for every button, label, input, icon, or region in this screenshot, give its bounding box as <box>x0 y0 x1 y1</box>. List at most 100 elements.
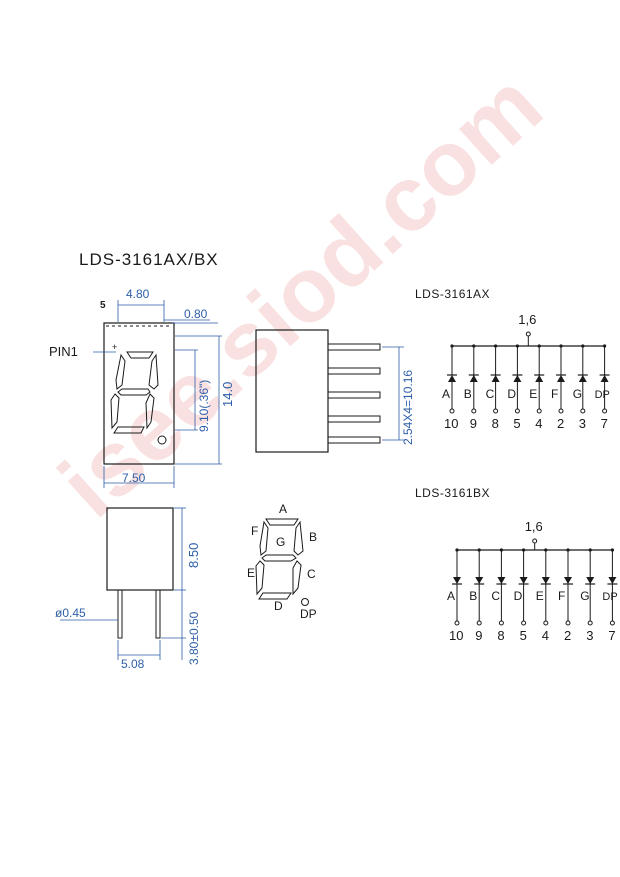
segment-label: D <box>507 387 516 401</box>
bottom-view <box>106 507 174 639</box>
junction-dot <box>494 344 498 348</box>
pin-terminal <box>558 408 564 414</box>
bottom-dims <box>60 507 186 660</box>
segment-label: C <box>486 387 495 401</box>
pin-terminal <box>454 620 460 626</box>
common-pin-label: 1,6 <box>525 519 543 534</box>
pin-terminal <box>521 620 527 626</box>
pin-terminal <box>609 620 615 626</box>
dim-pin-diameter: ø0.45 <box>55 606 86 620</box>
segment-label: E <box>536 589 544 603</box>
seg-label-dp: DP <box>300 607 317 621</box>
junction-dot <box>559 344 563 348</box>
junction-dot <box>522 548 526 552</box>
pin-number: 4 <box>535 416 542 431</box>
diode-icon <box>578 375 587 382</box>
pin-number: 7 <box>601 416 608 431</box>
segment-label: A <box>447 589 455 603</box>
pin-terminal <box>587 620 593 626</box>
pin-terminal <box>580 408 586 414</box>
junction-dot <box>455 548 459 552</box>
side-dims <box>382 346 404 441</box>
segment-label: G <box>573 387 582 401</box>
dim-top-width: 4.80 <box>126 287 150 301</box>
diode-icon <box>608 577 617 584</box>
junction-dot <box>537 344 541 348</box>
diode-icon <box>541 577 550 584</box>
diode-icon <box>586 577 595 584</box>
pin-terminal <box>565 620 571 626</box>
seg-label-e: E <box>247 566 255 580</box>
segment-label: E <box>529 387 537 401</box>
segment-diagram <box>255 518 309 606</box>
pin-number: 9 <box>475 628 482 643</box>
pin-number: 5 <box>513 416 520 431</box>
common-terminal <box>525 331 531 337</box>
common-pin-label: 1,6 <box>518 312 536 327</box>
segment-label: DP <box>602 591 617 603</box>
segment-label: A <box>442 387 450 401</box>
pin-number: 8 <box>497 628 504 643</box>
seg-label-b: B <box>309 530 317 544</box>
junction-dot <box>603 344 607 348</box>
digit-outline <box>110 351 167 445</box>
diode-icon <box>557 375 565 382</box>
diode-icon <box>497 577 506 584</box>
pin-terminal <box>514 408 520 414</box>
segment-label: G <box>580 589 589 603</box>
diode-icon <box>453 577 461 584</box>
diode-icon <box>491 375 500 382</box>
pin-terminal <box>498 620 504 626</box>
junction-dot <box>450 344 454 348</box>
front-dims <box>93 300 222 488</box>
pin-number: 10 <box>444 416 458 431</box>
seg-label-a: A <box>279 502 287 516</box>
pin-number: 4 <box>542 628 549 643</box>
pin-number: 10 <box>449 628 463 643</box>
seg-label-f: F <box>251 524 258 538</box>
pin-terminal <box>449 408 455 414</box>
junction-dot <box>544 548 548 552</box>
junction-dot <box>515 344 520 348</box>
pin-number: 5 <box>520 628 527 643</box>
junction-dot <box>477 548 481 552</box>
diode-icon <box>535 375 544 382</box>
diode-icon <box>519 577 528 584</box>
junction-dot <box>588 548 592 552</box>
pin-terminal <box>536 408 542 414</box>
diode-icon <box>564 577 572 584</box>
dim-body-width: 7.50 <box>122 471 146 485</box>
pin-terminal <box>493 408 499 414</box>
pin-terminal <box>471 408 477 414</box>
dim-pin-pitch: 2.54X4=10.16 <box>401 370 415 445</box>
dim-body-height: 14.0 <box>220 382 235 407</box>
seg-label-d: D <box>274 599 283 613</box>
dim-side-gap: 0.80 <box>184 307 208 321</box>
common-terminal <box>532 538 538 544</box>
pin-number: 2 <box>557 416 564 431</box>
junction-dot <box>581 344 585 348</box>
segment-label: B <box>469 589 477 603</box>
diode-icon <box>513 375 522 382</box>
dim-bottom-height: 8.50 <box>186 543 201 568</box>
dim-pin-length: 3.80±0.50 <box>187 611 201 665</box>
pin-number: 8 <box>492 416 499 431</box>
side-view <box>255 329 381 453</box>
front-view: + <box>103 322 175 465</box>
page-title: LDS-3161AX/BX <box>79 250 219 269</box>
pin-number: 3 <box>579 416 586 431</box>
diode-icon <box>469 375 478 382</box>
schematic-bx-title: LDS-3161BX <box>415 486 491 500</box>
segment-label: D <box>514 589 523 603</box>
dim-char-height: 9.10(.36") <box>197 380 211 432</box>
junction-dot <box>499 548 503 552</box>
dim-pin-offset: 5 <box>100 300 106 311</box>
svg-text:+: + <box>112 342 117 352</box>
junction-dot <box>566 548 570 552</box>
diode-icon <box>475 577 484 584</box>
segment-label: C <box>491 589 500 603</box>
pin-terminal <box>543 620 549 626</box>
